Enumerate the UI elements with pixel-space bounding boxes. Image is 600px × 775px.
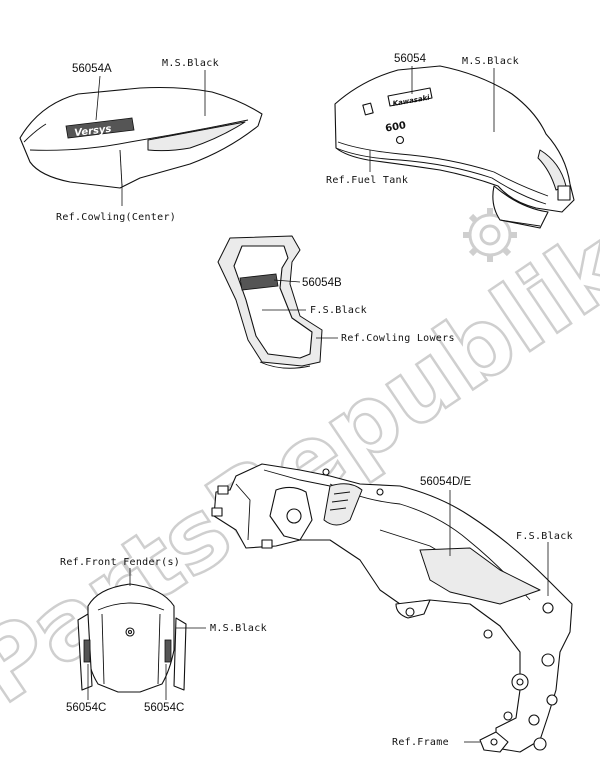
- cowling-center-part[interactable]: Versys: [19, 86, 263, 189]
- fuel-tank-part-number: 56054: [394, 53, 427, 65]
- fender-decal-right: [164, 639, 172, 663]
- cowling-lowers-ref-label: Ref.Cowling Lowers: [341, 333, 455, 344]
- fuel-tank-group: Kawasaki 600 56054 M.S.Black Ref.Fuel Ta…: [326, 53, 575, 229]
- fuel-tank-600-emblem: 600: [384, 120, 407, 145]
- cowling-lowers-color-label: F.S.Black: [310, 305, 367, 316]
- cowling-lowers-group: 56054B F.S.Black Ref.Cowling Lowers: [217, 235, 455, 369]
- fuel-tank-ref-label: Ref.Fuel Tank: [326, 175, 408, 186]
- frame-color-label: F.S.Black: [516, 531, 573, 542]
- cowling-lowers-part[interactable]: [217, 235, 323, 369]
- frame-part[interactable]: [211, 463, 573, 753]
- svg-text:Versys: Versys: [74, 124, 112, 139]
- front-fender-ref-label: Ref.Front Fender(s): [60, 557, 180, 568]
- fuel-tank-color-label: M.S.Black: [462, 56, 519, 67]
- frame-ref-label: Ref.Frame: [392, 737, 449, 748]
- cowling-versys-decal: Versys: [65, 117, 135, 139]
- front-fender-part-number-right: 56054C: [144, 702, 184, 714]
- front-fender-group: Ref.Front Fender(s) M.S.Black 56054C 560…: [60, 557, 267, 714]
- cowling-center-ref-label: Ref.Cowling(Center): [56, 212, 176, 223]
- cowling-lowers-part-number: 56054B: [302, 277, 342, 289]
- frame-group: 56054D/E F.S.Black Ref.Frame: [211, 463, 573, 753]
- cowling-center-color-label: M.S.Black: [162, 58, 219, 69]
- svg-text:600: 600: [384, 120, 407, 134]
- front-fender-part[interactable]: [77, 583, 187, 693]
- fender-decal-left: [83, 639, 91, 663]
- frame-part-number: 56054D/E: [420, 476, 471, 488]
- cowling-center-part-number: 56054A: [72, 63, 112, 75]
- cowling-center-group: Versys 56054A M.S.Black Ref.Cowling(Cent…: [19, 58, 263, 223]
- front-fender-part-number-left: 56054C: [66, 702, 106, 714]
- front-fender-color-label: M.S.Black: [210, 623, 267, 634]
- fuel-tank-part[interactable]: Kawasaki 600: [334, 65, 575, 229]
